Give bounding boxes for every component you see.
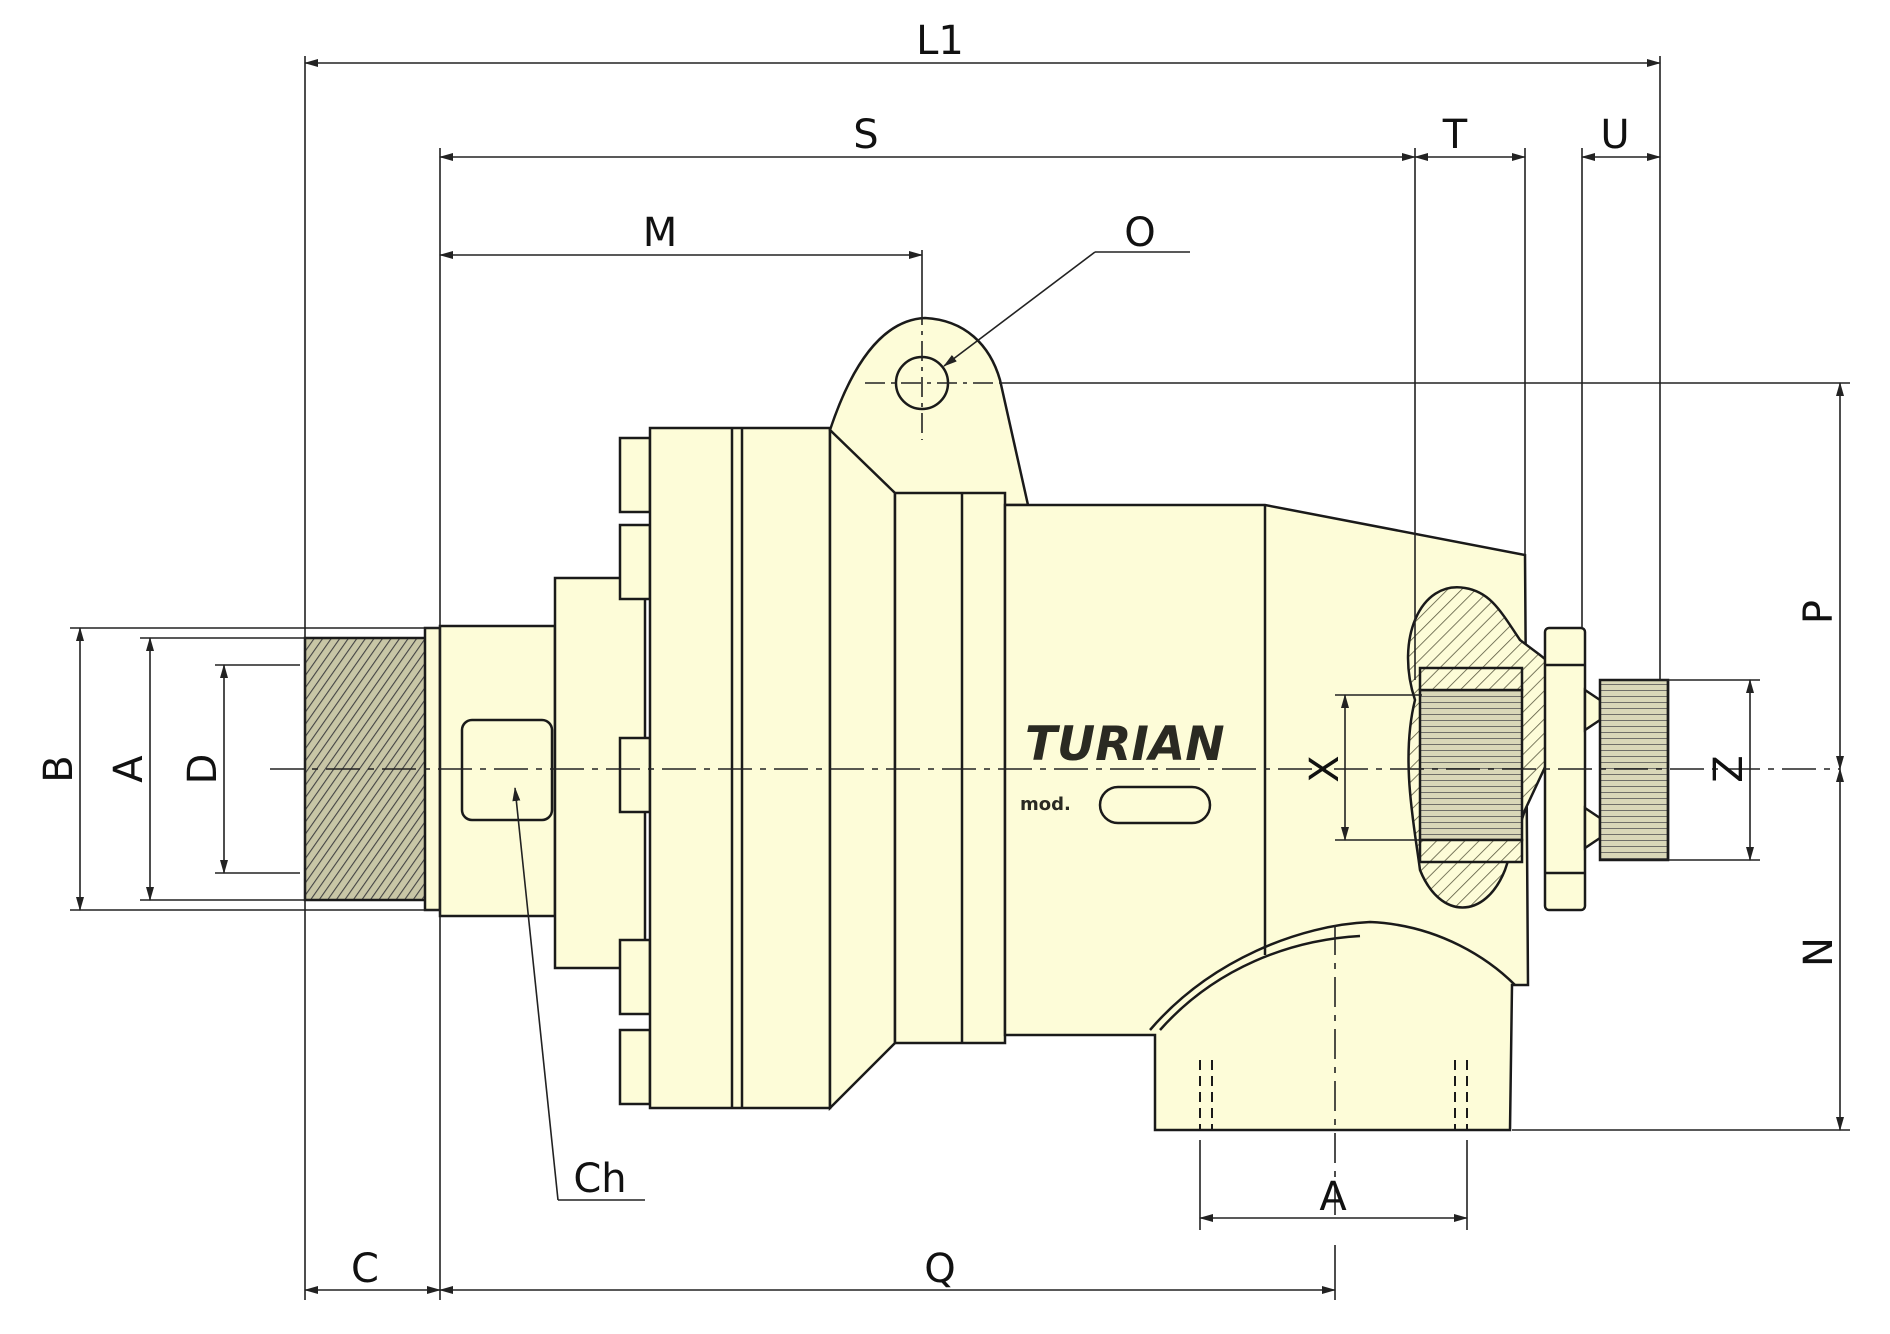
label-M: M <box>643 210 678 256</box>
label-X: X <box>1302 755 1348 782</box>
label-Ch: Ch <box>573 1156 626 1202</box>
label-U: U <box>1600 112 1629 158</box>
bolts <box>618 436 652 1106</box>
label-Z: Z <box>1706 755 1752 782</box>
label-A-bottom: A <box>1319 1174 1347 1220</box>
label-N: N <box>1796 937 1842 967</box>
model-prefix: mod. <box>1020 794 1071 815</box>
dimension-lines <box>70 56 1850 1300</box>
label-L1: L1 <box>916 18 964 64</box>
main-flange <box>648 426 832 1110</box>
housing <box>1003 503 1530 1132</box>
collar <box>893 491 1007 1045</box>
right-thread <box>1598 678 1670 862</box>
label-P: P <box>1796 600 1842 624</box>
mounting-lug <box>828 316 1030 507</box>
label-B: B <box>36 755 82 782</box>
label-O: O <box>1124 210 1155 256</box>
label-S: S <box>853 112 878 158</box>
shaft-pin <box>460 718 554 822</box>
label-A-left: A <box>106 755 152 783</box>
joint-body <box>303 316 1670 1132</box>
dimension-labels: L1 S T U M O B A D X Z P N Ch A C Q <box>36 18 1842 1292</box>
label-C: C <box>351 1246 379 1292</box>
outlet-boss <box>1149 920 1516 1031</box>
label-T: T <box>1442 112 1468 158</box>
label-Q: Q <box>924 1246 955 1292</box>
inner-thread <box>1418 688 1524 842</box>
brand-logo: TURIAN <box>1025 717 1225 772</box>
label-D: D <box>180 754 226 785</box>
model-plate <box>1098 785 1212 825</box>
